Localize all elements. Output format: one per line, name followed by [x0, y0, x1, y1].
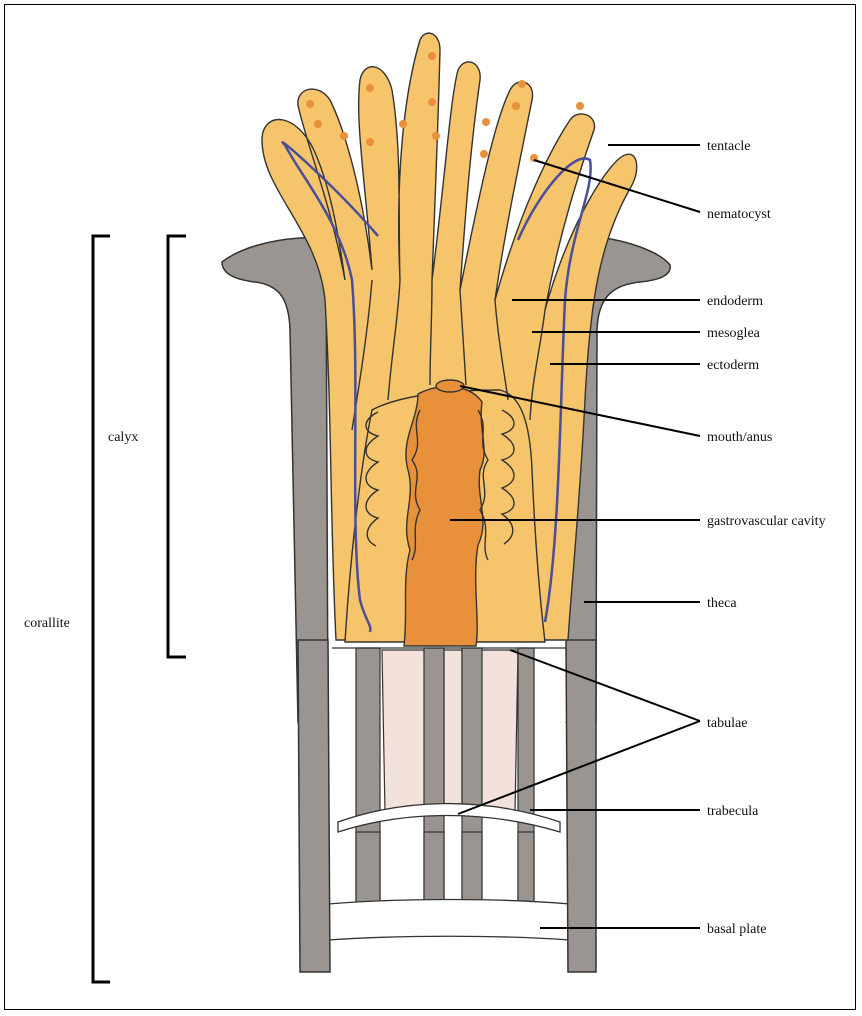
nematocyst-dot: [432, 132, 440, 140]
label-corallite: corallite: [24, 616, 70, 631]
nematocyst-dot: [366, 138, 374, 146]
nematocyst-dot: [576, 102, 584, 110]
label-basal-plate: basal plate: [707, 922, 766, 937]
label-mesoglea: mesoglea: [707, 326, 761, 341]
nematocyst-dot: [480, 150, 488, 158]
label-theca: theca: [707, 596, 737, 611]
nematocyst-dot: [314, 120, 322, 128]
tabulae-tissue-right: [480, 650, 518, 812]
trabecula-bar-lower: [356, 832, 380, 904]
nematocyst-dot: [399, 120, 407, 128]
label-endoderm: endoderm: [707, 294, 763, 309]
label-nematocyst: nematocyst: [707, 207, 771, 222]
nematocyst-dot: [518, 80, 526, 88]
nematocyst-dot: [366, 84, 374, 92]
corallite-bracket: [93, 236, 110, 982]
left-theca-lower: [298, 640, 330, 972]
right-theca-lower: [566, 640, 596, 972]
label-ectoderm: ectoderm: [707, 358, 759, 373]
label-tabulae: tabulae: [707, 716, 747, 731]
nematocyst-dot: [340, 132, 348, 140]
label-tentacle: tentacle: [707, 139, 751, 154]
tabulae-tissue-left: [382, 650, 426, 813]
mouth-anus: [436, 380, 464, 392]
nematocyst-dot: [306, 100, 314, 108]
nematocyst-dot: [428, 52, 436, 60]
calyx-bracket: [168, 236, 186, 657]
label-trabecula: trabecula: [707, 804, 759, 819]
basal-plate: [328, 900, 570, 941]
label-calyx: calyx: [108, 430, 138, 445]
tabulae-region: [328, 645, 570, 940]
tabulae-tissue-center: [444, 650, 462, 808]
nematocyst-dot: [512, 102, 520, 110]
nematocyst-dot: [428, 98, 436, 106]
label-gastrovascular-cavity: gastrovascular cavity: [707, 514, 826, 529]
trabecula-bar-lower: [518, 832, 534, 904]
trabecula-bar-lower: [462, 832, 482, 904]
nematocyst-dot: [482, 118, 490, 126]
label-mouth-anus: mouth/anus: [707, 430, 772, 445]
trabecula-bar-lower: [424, 832, 444, 904]
